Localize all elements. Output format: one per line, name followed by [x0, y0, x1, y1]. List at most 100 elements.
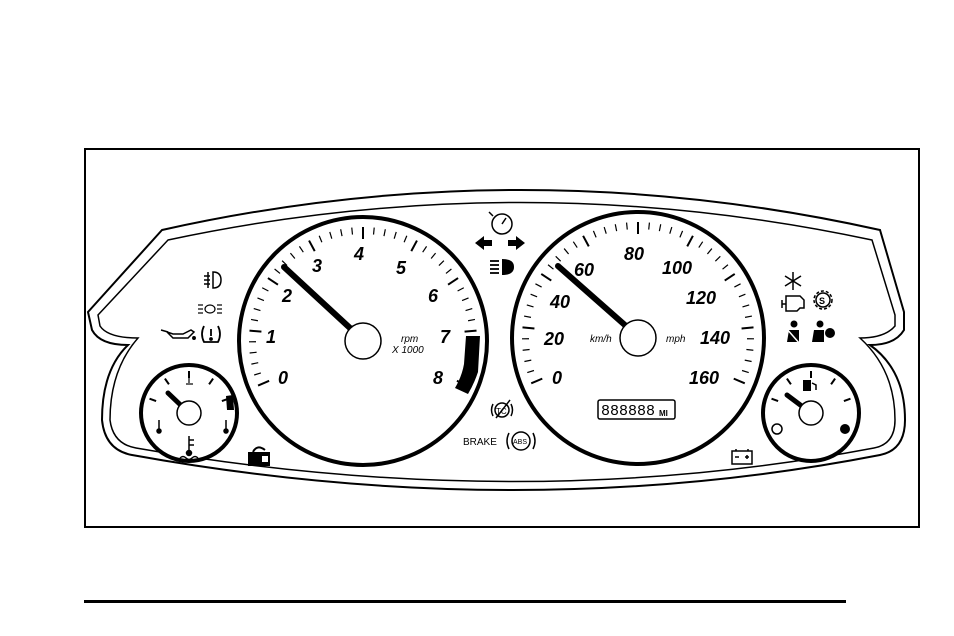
- tachometer-hub: [344, 322, 382, 360]
- speed-tick: [648, 222, 651, 230]
- tire-pressure-icon: [201, 325, 221, 343]
- speed-label-20: 20: [543, 329, 564, 349]
- tach-tick: [383, 229, 386, 237]
- speed-tick: [524, 359, 532, 363]
- tach-label-8: 8: [433, 368, 443, 388]
- speed-tick: [658, 224, 662, 232]
- speed-tick: [669, 226, 673, 234]
- speed-tick: [582, 235, 590, 247]
- tach-tick: [257, 379, 270, 387]
- speed-tick: [527, 369, 535, 374]
- fuel-tick: [786, 378, 792, 385]
- tach-tick: [351, 227, 354, 235]
- speed-tick: [741, 369, 749, 374]
- high-beam-icon: [490, 259, 514, 275]
- snowflake-icon: [784, 272, 802, 290]
- temp-tick: [164, 378, 170, 385]
- tach-tick: [445, 268, 452, 274]
- tach-tick: [251, 362, 259, 365]
- tach-tick: [329, 231, 333, 239]
- airbag-icon: [812, 320, 835, 342]
- tach-tick: [253, 307, 261, 312]
- fuel-tick: [771, 397, 779, 402]
- tachometer: 0 1 2 3 4 5 6 7 8 rpm X 1000: [237, 215, 489, 467]
- speed-tick: [724, 273, 736, 282]
- temp-tick: [208, 378, 214, 385]
- tach-tick: [298, 246, 304, 253]
- tach-unit-x1000: X 1000: [391, 345, 424, 356]
- speed-tick: [746, 348, 754, 351]
- tach-tick: [340, 229, 343, 237]
- fuel-gauge-ticks: [771, 371, 851, 402]
- speed-label-80: 80: [624, 244, 644, 264]
- fuel-tick: [830, 378, 836, 385]
- illustration-frame: [84, 148, 920, 528]
- temp-gauge-hot-band: [226, 395, 234, 410]
- tach-tick: [254, 372, 262, 376]
- speed-tick: [734, 283, 741, 288]
- security-lock-icon: [248, 446, 270, 466]
- seatbelt-icon: [785, 320, 801, 345]
- tach-unit-rpm: rpm: [401, 334, 418, 345]
- speed-tick: [523, 315, 532, 318]
- service-icon: S: [813, 290, 833, 310]
- tach-label-7: 7: [440, 327, 451, 347]
- tach-tick: [257, 297, 265, 302]
- tach-tick: [261, 287, 269, 292]
- speed-label-40: 40: [549, 292, 570, 312]
- tach-tick: [403, 235, 408, 243]
- tach-tick: [461, 297, 469, 302]
- odometer-digits: 888888: [601, 403, 655, 420]
- battery-icon: [731, 449, 753, 465]
- rear-fog-lamp-icon: [198, 304, 222, 314]
- tach-label-6: 6: [428, 286, 439, 306]
- speed-tick: [706, 248, 713, 255]
- speedometer: 0 20 40 60 80 100 120 140 160 km/h mph 8…: [510, 210, 766, 466]
- tach-label-5: 5: [396, 258, 407, 278]
- tach-label-1: 1: [266, 327, 276, 347]
- temp-top-icon: [186, 374, 193, 385]
- fuel-full-icon: [840, 424, 850, 434]
- tc-label: TC: [496, 407, 507, 416]
- temp-cold-icon: [156, 420, 162, 434]
- speedometer-needle: [555, 263, 629, 329]
- abs-label: ABS: [513, 439, 527, 446]
- speed-tick: [679, 230, 684, 238]
- tach-tick: [249, 351, 257, 354]
- tach-tick: [464, 329, 477, 333]
- tach-tick: [318, 235, 323, 243]
- tach-tick: [372, 227, 375, 235]
- speed-tick: [744, 359, 752, 363]
- odometer-display: 888888 MI: [597, 399, 676, 420]
- tach-label-0: 0: [278, 368, 288, 388]
- tach-label-4: 4: [353, 244, 364, 264]
- speed-unit-mph: mph: [666, 334, 686, 345]
- cluster-housing: [86, 189, 907, 491]
- speed-tick: [547, 264, 554, 270]
- speed-tick: [522, 348, 530, 351]
- speed-tick: [714, 255, 721, 262]
- service-s-label: S: [819, 296, 825, 306]
- tach-label-3: 3: [312, 256, 322, 276]
- front-fog-lamp-icon: [204, 271, 222, 289]
- speed-tick: [540, 273, 552, 282]
- speed-tick: [592, 230, 597, 238]
- speed-tick: [722, 264, 729, 270]
- speed-tick: [563, 248, 570, 255]
- check-engine-icon: [781, 295, 805, 312]
- speed-tick: [526, 304, 534, 308]
- tach-tick: [465, 307, 473, 312]
- tachometer-needle: [281, 264, 353, 331]
- traction-control-icon: TC: [490, 399, 514, 419]
- speed-tick: [572, 241, 578, 248]
- speedometer-hub: [619, 319, 657, 357]
- tach-tick: [457, 287, 465, 292]
- coolant-temp-icon: [179, 436, 199, 461]
- speedometer-ticks: [521, 222, 755, 385]
- fuel-tick: [843, 397, 851, 402]
- footer-rule: [84, 600, 846, 603]
- tach-tick: [289, 252, 296, 259]
- fuel-pump-icon: [803, 380, 817, 391]
- odometer-unit: MI: [659, 409, 668, 418]
